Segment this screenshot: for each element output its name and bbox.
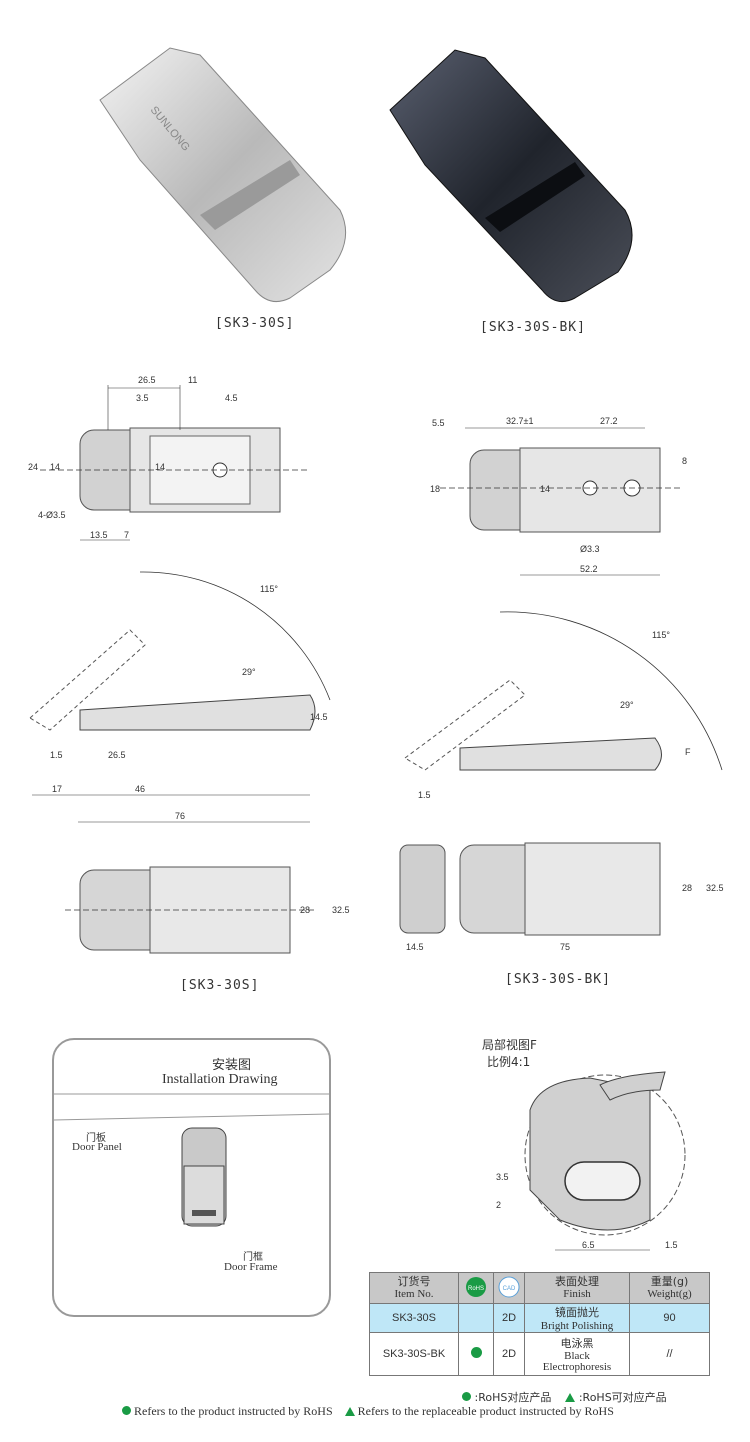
dim-115-deg: 115° [260,584,278,594]
detail-marker-f: F [685,747,691,757]
dim-4-5: 4.5 [225,393,238,403]
dim-29-deg-r: 29° [620,700,634,710]
door-frame-en: Door Frame [224,1261,278,1273]
side-view-left-drawing: 115° 29° 14.5 1.5 26.5 17 46 76 [29,571,331,823]
dim-26-5: 26.5 [138,375,156,385]
silver-product-label: [SK3-30S] [215,316,295,331]
detail-dim-3-5: 3.5 [496,1172,509,1182]
drawing-caption-right: [SK3-30S-BK] [505,972,611,987]
dim-4-holes: 4-Ø3.5 [38,510,66,520]
svg-text:CAD: CAD [503,1286,516,1292]
dim-27-2: 27.2 [600,416,618,426]
dim-75: 75 [560,942,570,952]
header-cad: CAD [493,1272,525,1304]
detail-dim-1-5: 1.5 [665,1240,678,1250]
replaceable-triangle-icon [344,1407,355,1416]
table-row: SK3-30S 2D 镜面抛光 Bright Polishing 90 [369,1303,710,1333]
product-photo-black [389,49,633,303]
dim-32-5-b: 32.5 [706,883,724,893]
rohs-dot-icon [462,1392,471,1401]
cell-cad: 2D [493,1303,525,1333]
header-item: 订货号 Item No. [369,1272,459,1304]
rohs-dot-icon [470,1347,482,1358]
dim-76: 76 [175,811,185,821]
detail-dim-2: 2 [496,1200,501,1210]
detail-view-drawing: 3.5 2 6.5 1.5 [496,1071,686,1251]
installation-title-cn: 安装图 [212,1058,252,1073]
dim-32-5: 32.5 [332,905,350,915]
dim-17: 17 [52,784,62,794]
cell-weight: 90 [629,1303,710,1333]
cell-cad: 2D [493,1332,525,1376]
header-weight: 重量(g) Weight(g) [629,1272,710,1304]
cell-weight: // [629,1332,710,1376]
door-panel-cn: 门板 [86,1133,106,1144]
header-finish: 表面处理 Finish [524,1272,630,1304]
dim-46: 46 [135,784,145,794]
legend-en: Refers to the product instructed by RoHS… [122,1404,614,1419]
dim-5-5: 5.5 [432,418,445,428]
dim-28-b: 28 [682,883,692,893]
dim-14-b: 14 [155,462,165,472]
installation-drawing-panel: 安装图 Installation Drawing 门板 Door Panel 门… [52,1038,331,1317]
header-rohs: RoHS [458,1272,494,1304]
dim-29-deg: 29° [242,667,256,677]
side-view-right-drawing: 115° 29° F 1.5 [404,611,723,800]
cad-icon: CAD [498,1276,520,1297]
cell-item: SK3-30S [369,1303,459,1333]
installation-title-en: Installation Drawing [162,1072,278,1087]
dim-14-5-b: 14.5 [406,942,424,952]
bottom-view-right-drawing: 14.5 75 28 32.5 [399,842,724,952]
installed-latch-illustration [181,1127,227,1227]
detail-view-scale: 比例4:1 [487,1055,531,1069]
dim-26-5-b: 26.5 [108,750,126,760]
replaceable-triangle-icon [565,1393,576,1402]
rohs-icon: RoHS [466,1276,486,1297]
top-view-left-drawing: 26.5 11 3.5 4.5 24 14 14 4-Ø3.5 13.5 7 [28,375,310,541]
dim-32-7: 32.7±1 [506,416,533,426]
dim-3-5: 3.5 [136,393,149,403]
dim-14-a: 14 [50,462,60,472]
cell-rohs [458,1332,494,1376]
dim-1-5-r: 1.5 [418,790,431,800]
dim-1-5: 1.5 [50,750,63,760]
top-view-right-drawing: 5.5 32.7±1 27.2 8 18 14 Ø3.3 52.2 [430,416,687,576]
black-product-label: [SK3-30S-BK] [480,320,586,335]
door-panel-en: Door Panel [72,1141,122,1153]
dim-d3-3: Ø3.3 [580,544,600,554]
dim-24: 24 [28,462,38,472]
product-photo-silver: SUNLONG [99,47,347,303]
legend-cn: :RoHS对应产品 :RoHS可对应产品 [462,1389,667,1405]
cell-item: SK3-30S-BK [369,1332,459,1376]
dim-52-2: 52.2 [580,564,598,574]
dim-11: 11 [188,375,197,385]
detail-view-title: 局部视图F [482,1038,537,1052]
dim-14-5: 14.5 [310,712,328,722]
cell-finish: 电泳黑 Black Electrophoresis [524,1332,630,1376]
dim-7: 7 [124,530,129,540]
dim-13-5: 13.5 [90,530,108,540]
dim-115-deg-r: 115° [652,630,670,640]
dim-18: 18 [430,484,440,494]
table-row: SK3-30S-BK 2D 电泳黑 Black Electrophoresis … [369,1332,710,1376]
spec-table: 订货号 Item No. RoHS CAD 表面处理 Finish 重量(g) … [369,1272,710,1376]
dim-8: 8 [682,456,687,466]
cell-rohs [458,1303,494,1333]
rohs-dot-icon [122,1406,131,1415]
dim-14-c: 14 [540,484,550,494]
bottom-view-left-drawing: 28 32.5 [65,866,350,954]
dim-28: 28 [300,905,310,915]
cell-finish: 镜面抛光 Bright Polishing [524,1303,630,1333]
door-frame-cn: 门框 [243,1252,263,1263]
svg-text:RoHS: RoHS [468,1286,484,1292]
drawing-caption-left: [SK3-30S] [180,978,260,993]
detail-dim-6-5: 6.5 [582,1240,595,1250]
